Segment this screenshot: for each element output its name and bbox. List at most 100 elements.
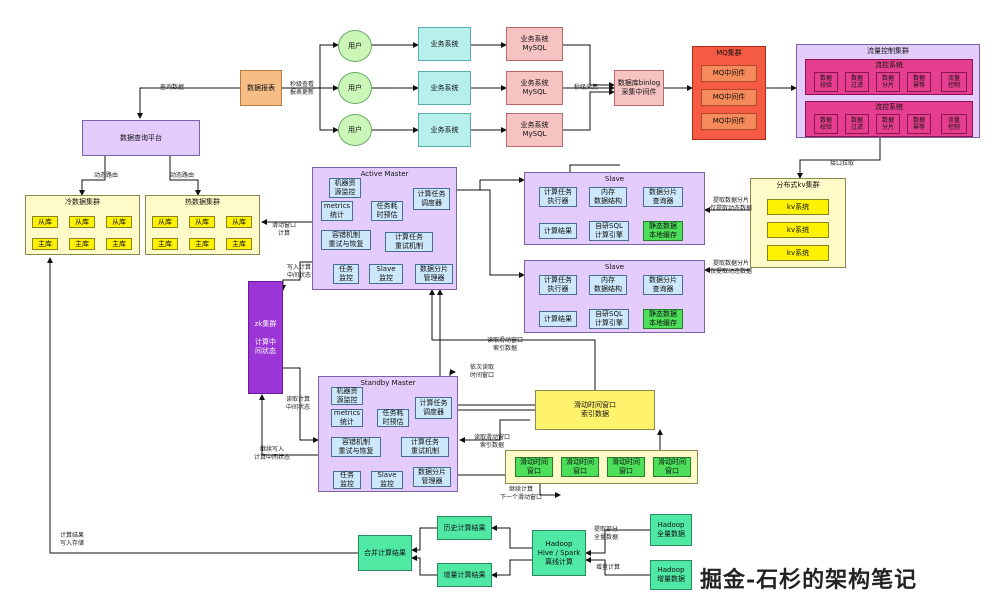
sliding-window-3[interactable]: 滑动时间 窗口 bbox=[607, 457, 645, 477]
slave-sql-engine[interactable]: 自研SQL 计算引擎 bbox=[589, 309, 629, 329]
binlog-collector[interactable]: 数据库binlog 采集中间件 bbox=[614, 70, 664, 106]
kv-node-1[interactable]: kv系统 bbox=[767, 199, 829, 215]
flow-item[interactable]: 流量 控制 bbox=[941, 72, 967, 92]
kv-cluster-title: 分布式kv集群 bbox=[776, 181, 820, 189]
mq-node-1[interactable]: MQ中间件 bbox=[701, 65, 757, 82]
mq-cluster-title: MQ集群 bbox=[716, 49, 742, 57]
kv-node-3[interactable]: kv系统 bbox=[767, 245, 829, 261]
slave-sql-engine[interactable]: 自研SQL 计算引擎 bbox=[589, 221, 629, 241]
sliding-window-2[interactable]: 滑动时间 窗口 bbox=[561, 457, 599, 477]
biz-system-1[interactable]: 业务系统 bbox=[418, 27, 471, 61]
slave-result[interactable]: 计算结果 bbox=[539, 311, 577, 327]
sm-time-estimate[interactable]: 任务耗 时预估 bbox=[377, 409, 409, 427]
hot-primary[interactable]: 主库 bbox=[189, 238, 215, 250]
slave-static-cache[interactable]: 静态数据 本地缓存 bbox=[643, 221, 683, 241]
slave-shard-query[interactable]: 数据分片 查询器 bbox=[643, 187, 683, 207]
query-platform[interactable]: 数据查询平台 bbox=[82, 120, 200, 156]
hadoop-increment-data[interactable]: Hadoop 增量数据 bbox=[650, 560, 692, 590]
sm-metrics[interactable]: metrics 统计 bbox=[331, 409, 363, 427]
sliding-window-4[interactable]: 滑动时间 窗口 bbox=[653, 457, 691, 477]
sliding-window-1[interactable]: 滑动时间 窗口 bbox=[515, 457, 553, 477]
cold-cluster-title: 冷数据集群 bbox=[65, 198, 100, 206]
zk-cluster[interactable]: zk集群 计算中 间状态 bbox=[248, 281, 283, 394]
sm-task-scheduler[interactable]: 计算任务 调度器 bbox=[415, 397, 452, 419]
label-second-collect: 秒级采集 bbox=[574, 84, 599, 91]
flow-system-title: 流控系统 bbox=[875, 61, 903, 69]
user-node-3[interactable]: 用户 bbox=[338, 114, 372, 146]
flow-item[interactable]: 数据 幂等 bbox=[907, 72, 931, 92]
slave-shard-query[interactable]: 数据分片 查询器 bbox=[643, 275, 683, 295]
am-fault-tolerance[interactable]: 容错机制 重试与恢复 bbox=[321, 230, 371, 250]
slave-memory[interactable]: 内存 数据结构 bbox=[589, 187, 627, 207]
sm-machine-monitor[interactable]: 机器资 源监控 bbox=[331, 387, 363, 405]
label-fetch-dynamic-1: 提取数据分片 仅提取动态数据 bbox=[710, 197, 753, 212]
am-metrics[interactable]: metrics 统计 bbox=[321, 201, 353, 221]
hot-primary[interactable]: 主库 bbox=[226, 238, 252, 250]
hot-replica[interactable]: 从库 bbox=[226, 216, 252, 228]
sm-retry-mechanism[interactable]: 计算任务 重试机制 bbox=[401, 437, 449, 457]
biz-system-3[interactable]: 业务系统 bbox=[418, 113, 471, 147]
am-machine-monitor[interactable]: 机器资 源监控 bbox=[329, 178, 361, 198]
cold-replica[interactable]: 从库 bbox=[69, 216, 95, 228]
slave-node-2: Slave 计算任务 执行器 内存 数据结构 数据分片 查询器 计算结果 自研S… bbox=[524, 260, 705, 333]
mq-node-2[interactable]: MQ中间件 bbox=[701, 89, 757, 106]
biz-mysql-3[interactable]: 业务系统 MySQL bbox=[506, 113, 563, 147]
flow-item[interactable]: 数据 过滤 bbox=[845, 72, 869, 92]
label-read-window: 读取滑动窗口 索引数据 bbox=[487, 337, 524, 352]
increment-result[interactable]: 增量计算结果 bbox=[437, 563, 492, 587]
mq-node-3[interactable]: MQ中间件 bbox=[701, 113, 757, 130]
hot-primary[interactable]: 主库 bbox=[152, 238, 178, 250]
label-interface: 接口拉取 bbox=[830, 160, 855, 167]
flow-item[interactable]: 数据 幂等 bbox=[907, 114, 931, 134]
hot-data-cluster: 热数据集群 从库 从库 从库 主库 主库 主库 bbox=[145, 195, 260, 255]
flow-system-2: 流控系统 数据 校验 数据 过滤 数据 分片 数据 幂等 流量 控制 bbox=[805, 101, 973, 137]
sm-shard-manager[interactable]: 数据分片 管理器 bbox=[413, 467, 451, 487]
slave-memory[interactable]: 内存 数据结构 bbox=[589, 275, 627, 295]
hot-cluster-title: 热数据集群 bbox=[185, 198, 220, 206]
cold-replica[interactable]: 从库 bbox=[106, 216, 132, 228]
am-task-scheduler[interactable]: 计算任务 调度器 bbox=[413, 188, 450, 210]
user-node-2[interactable]: 用户 bbox=[338, 72, 372, 104]
cold-primary[interactable]: 主库 bbox=[69, 238, 95, 250]
user-node-1[interactable]: 用户 bbox=[338, 30, 372, 62]
slave-executor[interactable]: 计算任务 执行器 bbox=[539, 187, 577, 207]
cold-primary[interactable]: 主库 bbox=[106, 238, 132, 250]
flow-item[interactable]: 数据 校验 bbox=[814, 72, 838, 92]
hot-replica[interactable]: 从库 bbox=[152, 216, 178, 228]
am-retry-mechanism[interactable]: 计算任务 重试机制 bbox=[385, 232, 433, 252]
merge-result[interactable]: 合并计算结果 bbox=[358, 535, 412, 571]
label-read-window-2: 读取滑动窗口 索引数据 bbox=[474, 434, 511, 449]
hadoop-full-data[interactable]: Hadoop 全量数据 bbox=[650, 514, 692, 546]
cold-replica[interactable]: 从库 bbox=[32, 216, 58, 228]
hot-replica[interactable]: 从库 bbox=[189, 216, 215, 228]
biz-mysql-1[interactable]: 业务系统 MySQL bbox=[506, 27, 563, 61]
slave-title: Slave bbox=[604, 175, 625, 183]
am-shard-manager[interactable]: 数据分片 管理器 bbox=[415, 264, 453, 284]
flow-item[interactable]: 数据 过滤 bbox=[845, 114, 869, 134]
history-result[interactable]: 历史计算结果 bbox=[437, 516, 492, 540]
am-slave-monitor[interactable]: Slave 监控 bbox=[369, 264, 403, 284]
hadoop-offline[interactable]: Hadoop Hive / Spark 离线计算 bbox=[532, 530, 586, 576]
cold-primary[interactable]: 主库 bbox=[32, 238, 58, 250]
biz-mysql-2[interactable]: 业务系统 MySQL bbox=[506, 71, 563, 105]
flow-item[interactable]: 流量 控制 bbox=[941, 114, 967, 134]
sliding-window-index[interactable]: 滑动时间窗口 索引数据 bbox=[535, 390, 655, 430]
slave-executor[interactable]: 计算任务 执行器 bbox=[539, 275, 577, 295]
flow-item[interactable]: 数据 校验 bbox=[814, 114, 838, 134]
flow-item[interactable]: 数据 分片 bbox=[876, 114, 900, 134]
slave-node-1: Slave 计算任务 执行器 内存 数据结构 数据分片 查询器 计算结果 自研S… bbox=[524, 172, 705, 245]
label-result-store: 计算结果 写入存储 bbox=[60, 532, 85, 547]
am-time-estimate[interactable]: 任务耗 时预估 bbox=[371, 201, 403, 221]
sm-fault-tolerance[interactable]: 容错机制 重试与恢复 bbox=[331, 437, 381, 457]
biz-system-2[interactable]: 业务系统 bbox=[418, 71, 471, 105]
slave-result[interactable]: 计算结果 bbox=[539, 223, 577, 239]
sm-slave-monitor[interactable]: Slave 监控 bbox=[371, 471, 403, 489]
slave-static-cache[interactable]: 静态数据 本地缓存 bbox=[643, 309, 683, 329]
flow-system-1: 流控系统 数据 校验 数据 过滤 数据 分片 数据 幂等 流量 控制 bbox=[805, 59, 973, 95]
sm-task-monitor[interactable]: 任务 监控 bbox=[333, 471, 361, 489]
data-report-box[interactable]: 数据报表 bbox=[240, 70, 282, 106]
flow-item[interactable]: 数据 分片 bbox=[876, 72, 900, 92]
kv-node-2[interactable]: kv系统 bbox=[767, 222, 829, 238]
am-task-monitor[interactable]: 任务 监控 bbox=[333, 264, 359, 284]
flow-system-title: 流控系统 bbox=[875, 103, 903, 111]
